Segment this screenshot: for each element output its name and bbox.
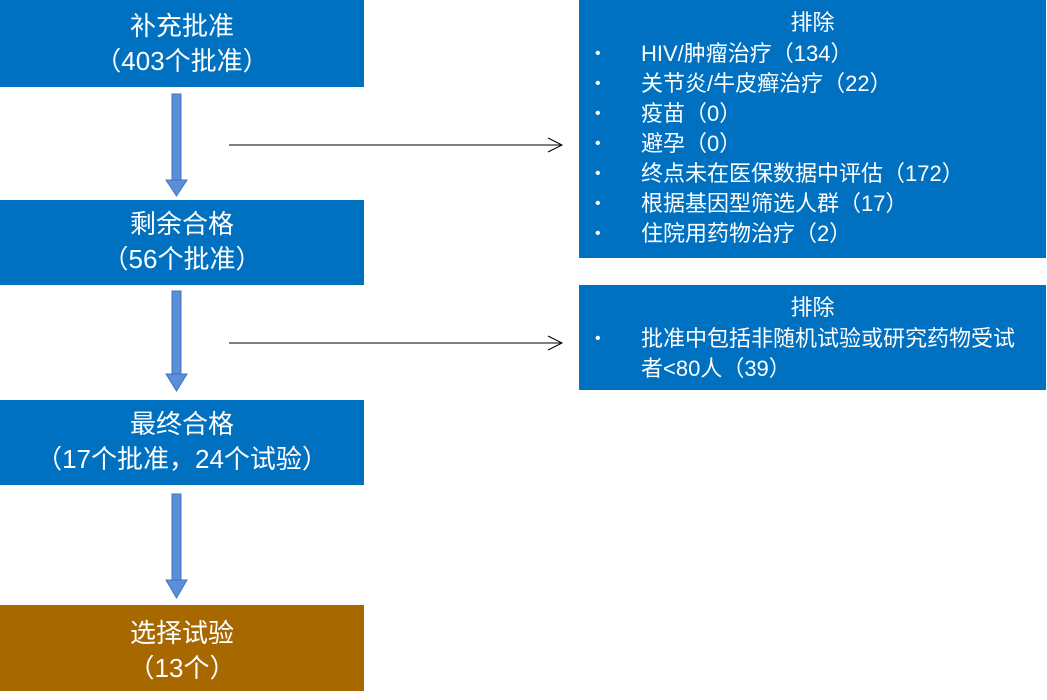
- bullet-icon: •: [595, 75, 601, 92]
- exclusion-item-text: 避孕（0）: [641, 131, 742, 156]
- exclusion-item-text: 批准中包括非随机试验或研究药物受试者<80人（39）: [641, 326, 1016, 381]
- side-arrow-1: [229, 137, 564, 153]
- exclusion-item-text: 关节炎/牛皮癣治疗（22）: [641, 71, 892, 96]
- exclusion-item-text: 疫苗（0）: [641, 101, 742, 126]
- exclusion-list: • 批准中包括非随机试验或研究药物受试者<80人（39）: [579, 324, 1046, 384]
- exclusion-item: • 住院用药物治疗（2）: [579, 219, 1046, 249]
- bullet-icon: •: [595, 330, 601, 347]
- flow-box-count: （403个批准）: [95, 46, 269, 76]
- exclusion-item: • 终点未在医保数据中评估（172）: [579, 159, 1046, 189]
- exclusion-item: • 关节炎/牛皮癣治疗（22）: [579, 69, 1046, 99]
- flow-box-supplemental-approvals: 补充批准 （403个批准）: [0, 0, 364, 87]
- flow-box-remaining-eligible: 剩余合格 （56个批准）: [0, 200, 364, 285]
- flow-box-count: （17个批准，24个试验）: [36, 444, 328, 474]
- down-arrow-2: [165, 290, 188, 392]
- flow-box-final-eligible: 最终合格 （17个批准，24个试验）: [0, 400, 364, 485]
- side-arrow-2: [229, 335, 564, 351]
- exclusion-list: • HIV/肿瘤治疗（134） • 关节炎/牛皮癣治疗（22） • 疫苗（0） • 避孕…: [579, 39, 1046, 249]
- bullet-icon: •: [595, 225, 601, 242]
- bullet-icon: •: [595, 45, 601, 62]
- exclusion-item: • HIV/肿瘤治疗（134）: [579, 39, 1046, 69]
- down-arrow-1: [165, 93, 188, 197]
- flow-box-title: 剩余合格: [129, 209, 234, 239]
- exclusion-item: • 疫苗（0）: [579, 99, 1046, 129]
- bullet-icon: •: [595, 105, 601, 122]
- bullet-icon: •: [595, 135, 601, 152]
- flow-box-count: （13个）: [128, 653, 236, 683]
- exclusion-box-1: 排除 • HIV/肿瘤治疗（134） • 关节炎/牛皮癣治疗（22） • 疫苗（0） …: [579, 0, 1046, 258]
- bullet-icon: •: [595, 165, 601, 182]
- exclusion-item-text: 住院用药物治疗（2）: [641, 221, 852, 246]
- flow-box-selected-trials: 选择试验 （13个）: [0, 605, 364, 691]
- exclusion-item: • 批准中包括非随机试验或研究药物受试者<80人（39）: [579, 324, 1046, 384]
- exclusion-item-text: 终点未在医保数据中评估（172）: [641, 161, 964, 186]
- down-arrow-3: [165, 493, 188, 599]
- flow-box-count: （56个批准）: [102, 244, 262, 274]
- exclusion-box-2: 排除 • 批准中包括非随机试验或研究药物受试者<80人（39）: [579, 285, 1046, 390]
- bullet-icon: •: [595, 195, 601, 212]
- flow-box-title: 最终合格: [129, 409, 234, 439]
- flow-box-title: 补充批准: [129, 11, 234, 41]
- exclusion-item: • 根据基因型筛选人群（17）: [579, 189, 1046, 219]
- exclusion-title: 排除: [790, 295, 835, 320]
- exclusion-item-text: HIV/肿瘤治疗（134）: [641, 41, 853, 66]
- exclusion-item: • 避孕（0）: [579, 129, 1046, 159]
- exclusion-item-text: 根据基因型筛选人群（17）: [641, 191, 908, 216]
- flow-box-title: 选择试验: [129, 618, 234, 648]
- exclusion-title: 排除: [790, 10, 835, 35]
